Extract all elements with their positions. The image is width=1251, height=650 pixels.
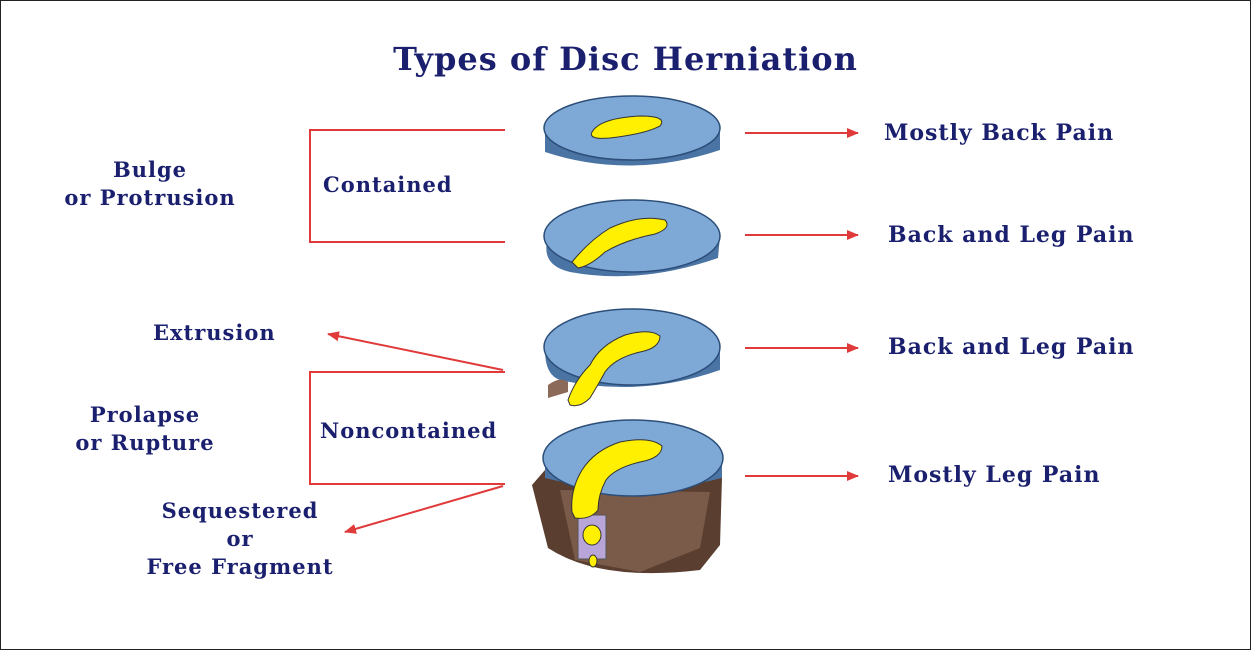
noncontained-bracket xyxy=(309,371,505,485)
sequestered-label-line1: Sequestered xyxy=(161,498,319,523)
disc-extrusion xyxy=(543,308,721,407)
noncontained-label: Noncontained xyxy=(320,418,498,443)
outcome-label-4: Mostly Leg Pain xyxy=(888,462,1101,488)
sequestered-label-line3: Free Fragment xyxy=(146,554,334,579)
disc-protrusion xyxy=(543,199,721,277)
outcome-label-2: Back and Leg Pain xyxy=(888,222,1135,248)
extrusion-arrow xyxy=(327,331,504,371)
diagram-title: Types of Disc Herniation xyxy=(393,40,858,78)
outcome-label-1: Mostly Back Pain xyxy=(884,120,1115,146)
disc-sequestered xyxy=(532,419,724,574)
bulge-label: Bulge or Protrusion xyxy=(40,156,260,212)
prolapse-label: Prolapse or Rupture xyxy=(55,401,235,457)
contained-label: Contained xyxy=(323,172,453,197)
disc-bulge xyxy=(543,95,721,166)
outcome-label-3: Back and Leg Pain xyxy=(888,334,1135,360)
bulge-label-line2: or Protrusion xyxy=(64,185,236,210)
contained-bracket xyxy=(309,129,505,243)
sequestered-label: Sequestered or Free Fragment xyxy=(110,497,370,581)
extrusion-label: Extrusion xyxy=(153,320,276,345)
bulge-label-line1: Bulge xyxy=(112,157,188,182)
sequestered-label-line2: or xyxy=(226,526,254,551)
prolapse-label-line2: or Rupture xyxy=(75,430,215,455)
sequestered-arrow xyxy=(344,485,504,534)
prolapse-label-line1: Prolapse xyxy=(89,402,201,427)
